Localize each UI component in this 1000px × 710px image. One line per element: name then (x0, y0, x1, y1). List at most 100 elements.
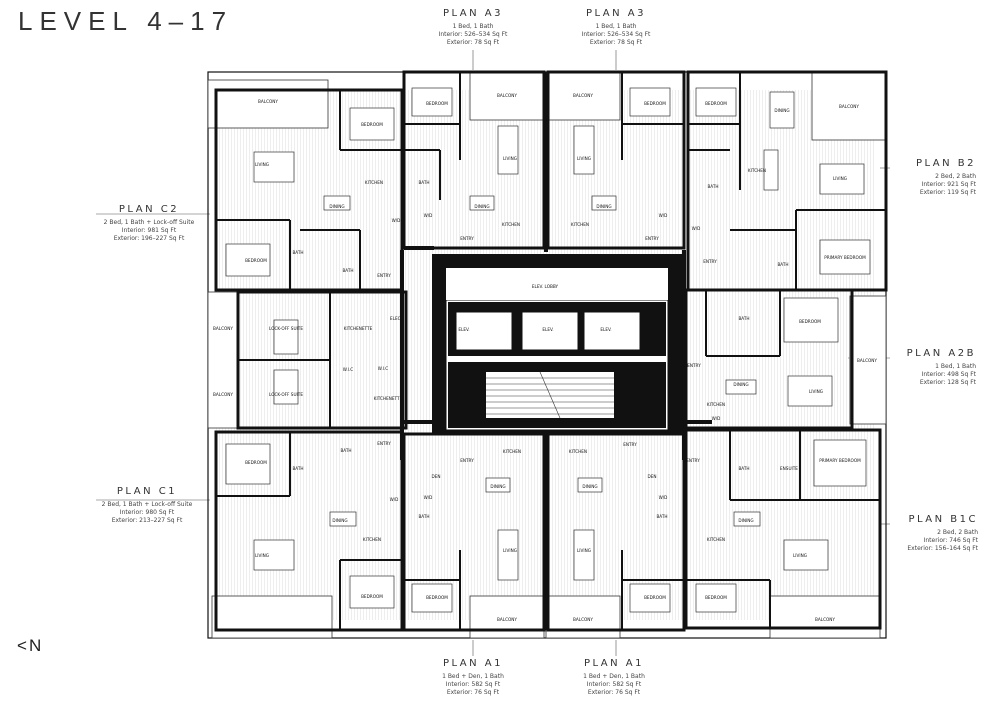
room-label: DINING (490, 484, 505, 489)
sofa (819, 163, 865, 195)
bed (695, 87, 737, 117)
room-label: ELEV. (600, 327, 611, 332)
room-label: BATH (292, 466, 303, 471)
sofa (273, 369, 299, 405)
room-label: KITCHEN (365, 180, 383, 185)
room-label: BALCONY (839, 104, 859, 109)
room-label: W/D (392, 218, 401, 223)
bed (783, 297, 839, 343)
plan-name: PLAN A3 (585, 8, 647, 19)
bed (411, 87, 453, 117)
room-label: DINING (582, 484, 597, 489)
plan-interior: Interior: 921 Sq Ft (921, 181, 976, 188)
dining-table (323, 195, 351, 211)
room-label: ELEC. (390, 316, 402, 321)
demising-wall (544, 72, 548, 252)
plan-interior: Interior: 746 Sq Ft (923, 537, 978, 544)
room-label: BATH (738, 466, 749, 471)
room-label: DINING (733, 382, 748, 387)
plan-name: PLAN A2B (906, 348, 976, 359)
plan-type: 1 Bed, 1 Bath (595, 23, 637, 30)
room-label: W/D (692, 226, 701, 231)
room-label: BALCONY (213, 392, 233, 397)
corridor-wall (682, 420, 712, 424)
north-arrow-icon: < (17, 636, 29, 655)
plan-name: PLAN B2 (915, 158, 976, 169)
plan-type: 1 Bed, 1 Bath (452, 23, 494, 30)
room-label: ENTRY (377, 273, 391, 278)
room-label: BEDROOM (705, 595, 727, 600)
unit-a1-right (546, 432, 686, 632)
balcony-c2 (207, 79, 329, 129)
room-label: DINING (332, 518, 347, 523)
room-label: BALCONY (258, 99, 278, 104)
sofa (497, 529, 519, 581)
balcony-a3-right (545, 71, 621, 121)
corridor-wall (400, 250, 404, 460)
plan-type: 1 Bed + Den, 1 Bath (442, 673, 504, 680)
plan-interior: Interior: 981 Sq Ft (121, 227, 177, 234)
room-label: BATH (738, 316, 749, 321)
elevator-2 (521, 311, 579, 351)
plan-interior: Interior: 980 Sq Ft (119, 509, 175, 516)
sofa (787, 375, 833, 407)
unit-a3-left (402, 70, 546, 250)
plan-exterior: Exterior: 128 Sq Ft (919, 379, 976, 386)
corridor-wall (440, 430, 676, 434)
room-label: DINING (774, 108, 789, 113)
room-label: KITCHEN (502, 222, 520, 227)
plan-type: 1 Bed, 1 Bath (935, 363, 976, 370)
room-label: W/D (424, 213, 433, 218)
sofa (573, 529, 595, 581)
dining-table (329, 511, 357, 527)
room-label: W.I.C (378, 366, 389, 371)
furniture (225, 87, 871, 613)
sofa (783, 539, 829, 571)
room-label: BALCONY (815, 617, 835, 622)
room-label: PRIMARY BEDROOM (819, 458, 861, 463)
room-label: DEN (647, 474, 656, 479)
unit-walls (214, 70, 888, 632)
plan-exterior: Exterior: 213–227 Sq Ft (111, 517, 183, 524)
room-label: BEDROOM (245, 460, 267, 465)
bed (349, 107, 395, 141)
room-label: LIVING (577, 548, 591, 553)
room-label: BEDROOM (705, 101, 727, 106)
balcony-c1 (211, 595, 333, 639)
room-label: KITCHEN (571, 222, 589, 227)
room-label: LIVING (503, 156, 517, 161)
room-label: DINING (596, 204, 611, 209)
corridor-wall (404, 420, 434, 424)
sofa (253, 539, 295, 571)
room-label: LIVING (503, 548, 517, 553)
room-label: LIVING (809, 389, 823, 394)
page-title: LEVEL 4–17 (18, 6, 234, 36)
room-label: ENTRY (460, 458, 474, 463)
room-label: BALCONY (573, 617, 593, 622)
room-label: BEDROOM (644, 595, 666, 600)
room-label: W/D (390, 497, 399, 502)
dining-table (577, 477, 603, 493)
plan-name: PLAN B1C (908, 514, 978, 525)
core (432, 254, 682, 434)
room-label: LIVING (255, 553, 269, 558)
core-wall-top (432, 254, 682, 268)
room-label: BEDROOM (361, 122, 383, 127)
stair-treads (486, 371, 614, 419)
room-label: DEN (431, 474, 440, 479)
plan-interior: Interior: 526–534 Sq Ft (438, 31, 508, 38)
room-label: ENTRY (703, 259, 717, 264)
balcony-a2b (849, 295, 887, 425)
room-label: BALCONY (497, 617, 517, 622)
room-label: ENTRY (686, 458, 700, 463)
room-label: KITCHEN (707, 537, 725, 542)
room-label: ENTRY (645, 236, 659, 241)
plan-exterior: Exterior: 78 Sq Ft (589, 39, 643, 46)
room-label: LIVING (793, 553, 807, 558)
plan-type: 2 Bed, 1 Bath + Lock-off Suite (103, 219, 195, 226)
room-labels: BALCONY BALCONY BALCONY BALCONY BALCONY … (213, 93, 877, 622)
